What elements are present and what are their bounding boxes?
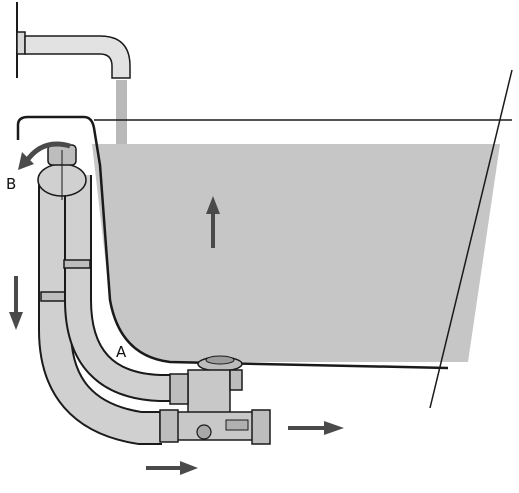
label-a: A [116,343,127,361]
bath-outline [16,69,513,409]
bath-water [92,144,500,362]
outlet-pipe [159,409,271,445]
outlet-arrow [288,421,344,435]
drain-plug [197,355,243,372]
overflow-down-arrow [9,276,23,330]
wall-tap [16,2,131,79]
overflow-pipe-inner [63,175,176,402]
overflow-head [37,144,87,200]
overflow-return-arrow [18,141,71,170]
lower-flow-arrow [146,461,198,475]
water-stream [116,80,127,144]
water-rise-arrow [206,196,220,248]
label-b: B [6,175,17,193]
trap-body [169,369,243,415]
